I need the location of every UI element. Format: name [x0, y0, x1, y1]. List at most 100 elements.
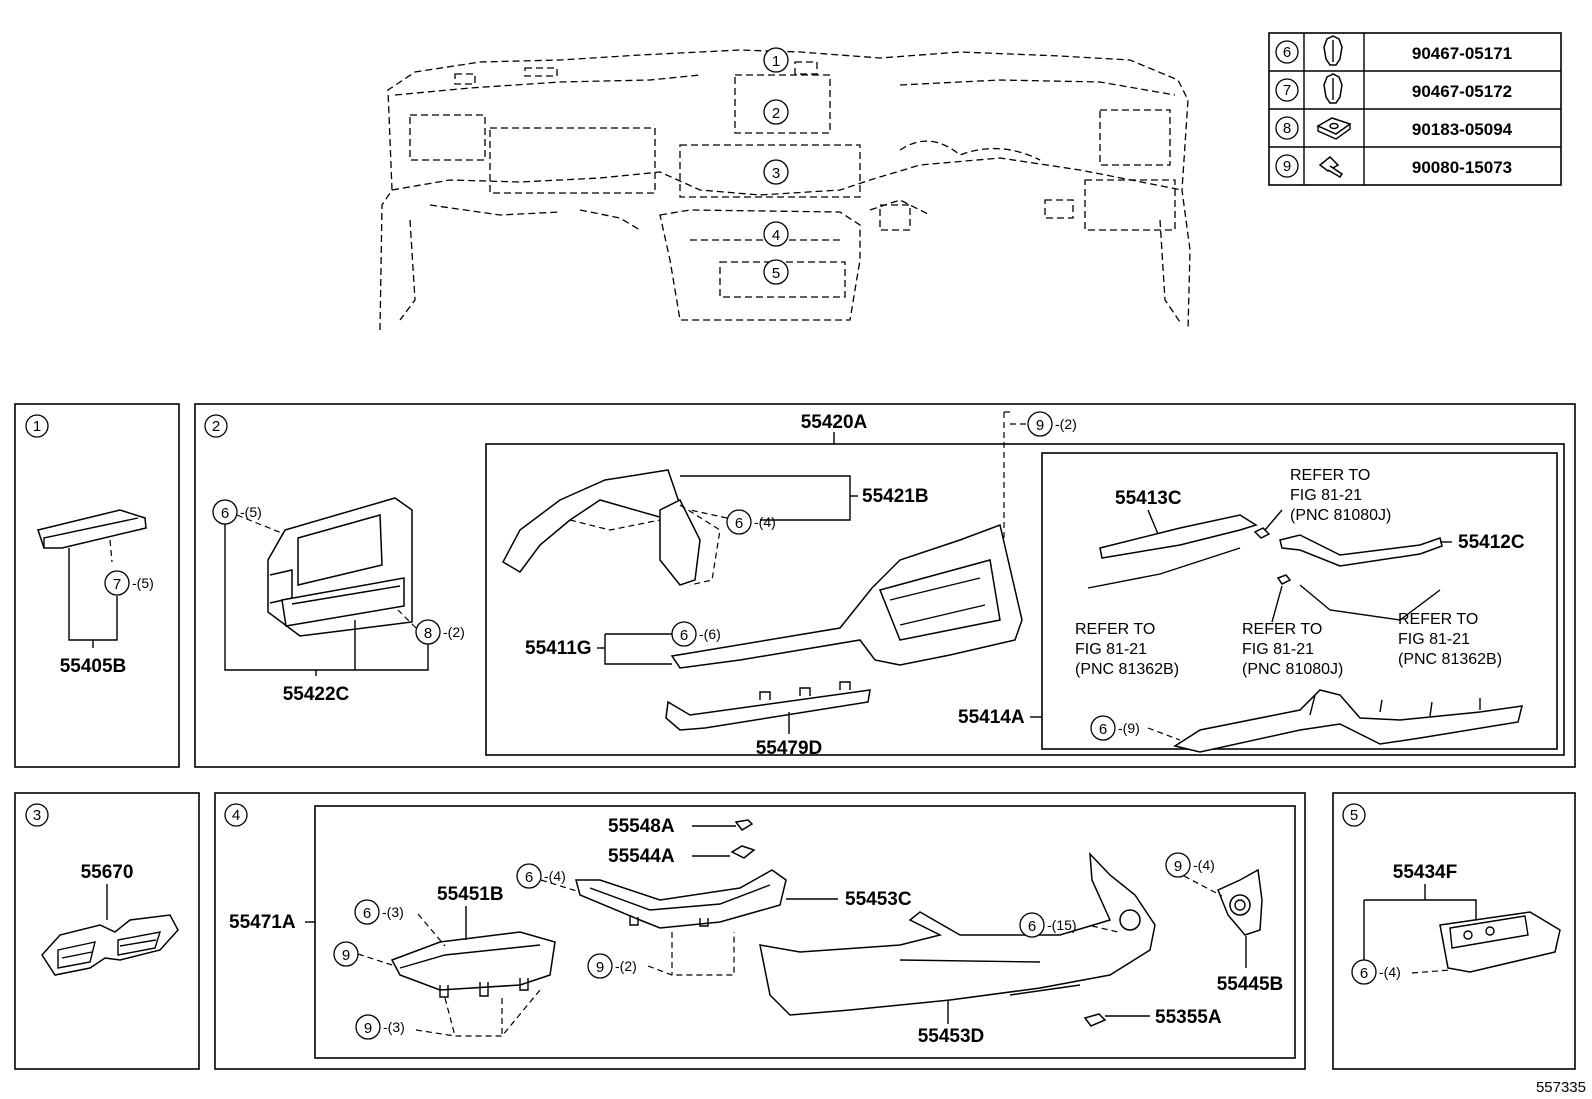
panel-part-55453D: [759, 851, 1156, 1016]
svg-text:6: 6: [525, 869, 533, 886]
panel-3: 3 55670: [14, 792, 200, 1070]
ref-note: REFER TO: [1075, 621, 1155, 638]
part-55471A: 55471A: [229, 912, 296, 933]
callout-6: 6: [516, 863, 542, 889]
ref-note: (PNC 81362B): [1398, 651, 1502, 668]
callout-6: 6: [1351, 959, 1377, 985]
panel-part-55479D: [665, 681, 871, 731]
svg-text:6: 6: [680, 627, 688, 644]
panel-callout-5: 5: [1342, 803, 1366, 827]
part-55670: 55670: [81, 862, 134, 883]
ref-note: (PNC 81362B): [1075, 661, 1179, 678]
ref-note: REFER TO: [1242, 621, 1322, 638]
svg-text:-(15): -(15): [1047, 917, 1077, 933]
table-callout-7: 7: [1275, 78, 1299, 102]
svg-text:-(2): -(2): [1055, 416, 1077, 432]
panel-callout-2: 2: [204, 414, 228, 438]
svg-text:-(3): -(3): [383, 1019, 405, 1035]
part-55421B: 55421B: [862, 486, 929, 507]
ref-note: FIG 81-21: [1242, 641, 1314, 658]
part-55445B: 55445B: [1217, 974, 1284, 995]
svg-text:6: 6: [363, 905, 371, 922]
panel-part-55544A: [730, 845, 756, 859]
clip-icon: [1323, 35, 1343, 66]
part-55355A: 55355A: [1155, 1007, 1222, 1028]
svg-text:2: 2: [212, 418, 220, 435]
table-part-number: 90080-15073: [1412, 158, 1512, 177]
svg-text:-(4): -(4): [1193, 857, 1215, 873]
dashboard-overview: 1 2 3 4 5: [379, 47, 1191, 331]
panel-part-55453C: [575, 869, 787, 929]
panel-callout-4: 4: [224, 803, 248, 827]
panel-5: 5 55434F 6 -(4): [1332, 792, 1576, 1070]
part-55405B: 55405B: [60, 656, 127, 677]
panel-part-55414A: [1173, 689, 1523, 753]
svg-text:8: 8: [424, 625, 432, 642]
svg-text:4: 4: [772, 227, 780, 244]
fastener-table: 6 90467-05171 7 90467-05172 8 90183-0509…: [1268, 32, 1562, 186]
part-55412C: 55412C: [1458, 532, 1525, 553]
svg-text:6: 6: [735, 515, 743, 532]
svg-text:5: 5: [1350, 807, 1358, 824]
svg-text:7: 7: [113, 576, 121, 593]
ref-note: (PNC 81080J): [1290, 507, 1391, 524]
callout-8: 8: [415, 619, 441, 645]
clip-icon: [1276, 574, 1292, 585]
svg-text:-(4): -(4): [754, 514, 776, 530]
overview-callout-1: 1: [763, 47, 789, 73]
svg-text:2: 2: [772, 105, 780, 122]
ref-note: FIG 81-21: [1398, 631, 1470, 648]
part-55420A: 55420A: [801, 412, 868, 433]
overview-callout-2: 2: [763, 99, 789, 125]
svg-text:9: 9: [1036, 417, 1044, 434]
callout-9: 9: [355, 1014, 381, 1040]
panel-part-55411G: [670, 523, 1023, 669]
ref-note: REFER TO: [1290, 467, 1370, 484]
part-55548A: 55548A: [608, 816, 675, 837]
panel-part-55412C: [1279, 534, 1443, 567]
part-55451B: 55451B: [437, 884, 504, 905]
svg-text:9: 9: [342, 947, 350, 964]
svg-text:-(2): -(2): [615, 958, 637, 974]
svg-text:6: 6: [221, 505, 229, 522]
svg-text:-(5): -(5): [132, 575, 154, 591]
svg-text:4: 4: [232, 807, 240, 824]
svg-text:9: 9: [596, 959, 604, 976]
panel-part-55413C: [1099, 514, 1258, 559]
svg-text:9: 9: [364, 1020, 372, 1037]
panel-4: 4 55471A 55548A 55544A 55453C 6 -(4) 9 -…: [214, 792, 1306, 1070]
panel-part-55445B: [1217, 868, 1263, 936]
panel-1: 1 7 -(5) 55405B: [14, 403, 180, 768]
part-55414A: 55414A: [958, 707, 1025, 728]
svg-text:-(5): -(5): [240, 504, 262, 520]
part-55411G: 55411G: [525, 638, 592, 659]
callout-9: 9: [1027, 411, 1053, 437]
svg-text:-(9): -(9): [1118, 720, 1140, 736]
panel-callout-3: 3: [25, 803, 49, 827]
part-55544A: 55544A: [608, 846, 675, 867]
svg-text:6: 6: [1360, 965, 1368, 982]
table-part-number: 90183-05094: [1412, 120, 1513, 139]
svg-text:1: 1: [33, 418, 41, 435]
svg-text:8: 8: [1283, 120, 1291, 137]
panel-part-55670: [41, 914, 179, 976]
ref-note: FIG 81-21: [1075, 641, 1147, 658]
svg-text:-(4): -(4): [544, 868, 566, 884]
svg-text:1: 1: [772, 53, 780, 70]
callout-7: 7: [104, 570, 130, 596]
callout-6: 6: [671, 621, 697, 647]
callout-9: 9: [1165, 852, 1191, 878]
ref-note: FIG 81-21: [1290, 487, 1362, 504]
ref-note: (PNC 81080J): [1242, 661, 1343, 678]
table-part-number: 90467-05172: [1412, 82, 1512, 101]
table-callout-9: 9: [1275, 154, 1299, 178]
figure-id: 557335: [1536, 1079, 1586, 1096]
callout-6: 6: [354, 899, 380, 925]
svg-text:3: 3: [772, 165, 780, 182]
part-55422C: 55422C: [283, 684, 350, 705]
clip-icon: [1253, 527, 1271, 539]
panel-part-55422C: [267, 497, 413, 637]
svg-text:-(6): -(6): [699, 626, 721, 642]
panel-callout-1: 1: [25, 414, 49, 438]
